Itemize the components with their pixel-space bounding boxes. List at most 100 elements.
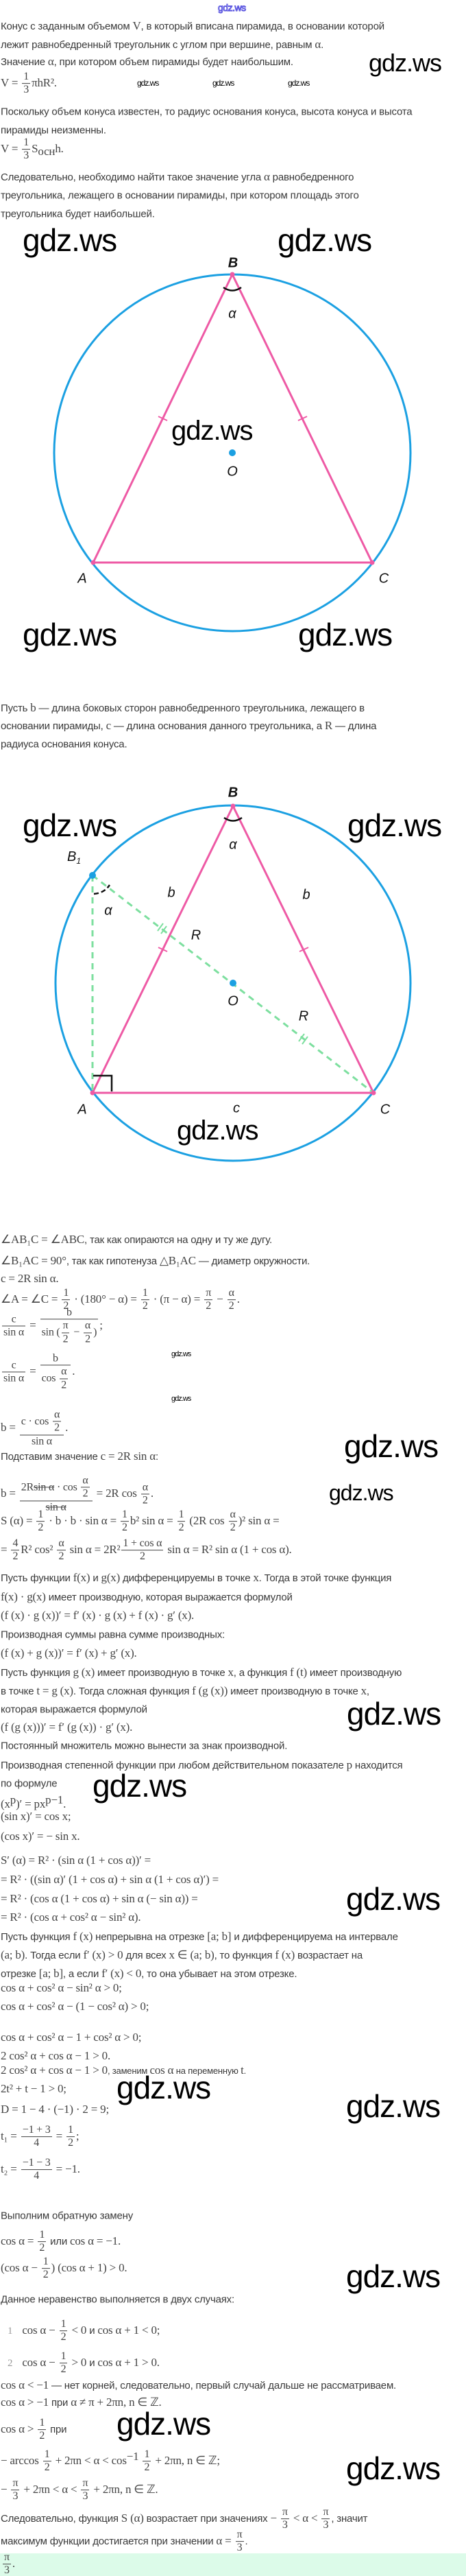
text-line: 2 cos² α + cos α − 1 > 0, заменим cos α … — [1, 2064, 246, 2077]
text-line: Пусть функции f(x) и g(x) дифференцируем… — [1, 1571, 391, 1585]
math-expression: [a; b] — [38, 1967, 63, 1980]
text: Следовательно, функция — [1, 2512, 121, 2525]
math-expression: > 0 — [69, 2355, 87, 2369]
fraction-denominator: 2 — [66, 2138, 75, 2150]
text: которая выражается формулой — [1, 1703, 147, 1716]
site-logo[interactable]: gdz.ws — [218, 2, 247, 14]
math-expression: b = — [1, 1486, 19, 1500]
text: возрастает на — [295, 1950, 363, 1961]
math-expression: ; — [99, 1318, 103, 1332]
tick-mark — [297, 416, 308, 421]
watermark-text: gdz.ws — [288, 78, 310, 88]
math-expression: . — [12, 2556, 15, 2570]
fraction-numerator: 1 — [59, 2350, 68, 2364]
fraction-numerator: 1 — [140, 1287, 149, 1301]
math-text: α — [82, 1474, 88, 1487]
math-text: 2 — [230, 1522, 236, 1534]
fraction-denominator: 2 — [42, 2269, 50, 2282]
fraction-denominator: 2 — [121, 1551, 163, 1563]
text-line: (a; b). Тогда если f′ (x) > 0 для всех x… — [1, 1948, 363, 1962]
math-text: α — [228, 1287, 234, 1299]
watermark-text: gdz.ws — [347, 1695, 441, 1732]
text: . Тогда если — [25, 1950, 84, 1961]
fraction-numerator: α — [81, 1474, 90, 1488]
fraction-numerator: π — [321, 2506, 330, 2520]
label-radius-upper: R — [191, 927, 201, 943]
math-text: 2 — [62, 1333, 69, 1345]
math-text: 2 — [206, 1300, 212, 1312]
fraction-denominator: 2 — [60, 2332, 68, 2344]
math-text: 2 — [178, 1522, 184, 1534]
math-text: 1 — [39, 2417, 45, 2429]
text: и дифференцируема на интервале — [231, 1931, 398, 1943]
math-expression: f(x) · g(x) — [1, 1590, 46, 1603]
text: при — [47, 2423, 67, 2435]
diagram-inscribed-triangle: B α O A C — [53, 255, 412, 633]
watermark-text: gdz.ws — [344, 1428, 439, 1464]
math-text: π — [82, 2477, 88, 2490]
fraction-denominator: 2 — [141, 1494, 149, 1506]
text-line: (sin x)′ = cos x; — [1, 1810, 71, 1823]
text: , значит — [331, 2512, 368, 2525]
fraction-numerator: 1 — [42, 2448, 51, 2462]
math-expression: c = 2R sin α — [100, 1450, 156, 1463]
label-c: C — [380, 1102, 391, 1117]
watermark-text: gdz.ws — [171, 416, 253, 446]
math-expression: α ≠ π + 2πn, n ∈ ℤ. — [71, 2396, 162, 2409]
watermark-text: gdz.ws — [23, 616, 117, 652]
math-text: sin α — [3, 1372, 25, 1384]
math-expression: < 0 — [69, 2323, 87, 2337]
text: Производная степенной функции при любом … — [1, 1760, 347, 1771]
text: , так как гипотенуза — [66, 1255, 160, 1267]
watermark-text: gdz.ws — [171, 1349, 191, 1358]
text-line: ∠AB₁C = ∠ABC, так как опираются на одну … — [1, 1233, 272, 1246]
text: в точке — [1, 1686, 37, 1697]
text-line: основании пирамиды, c — длина основания … — [1, 719, 377, 733]
text: лежит равнобедренный треугольник с углом… — [1, 39, 315, 51]
fraction-denominator: 2 — [84, 1333, 92, 1345]
math-expression: S (α) = — [1, 1513, 36, 1527]
math-expression: = −1. — [53, 2162, 80, 2175]
fraction-denominator: 2 — [38, 2431, 46, 2443]
point-a — [90, 1090, 95, 1096]
fraction-numerator: π — [3, 2551, 11, 2565]
math-text: π — [236, 2529, 243, 2541]
watermark-text: gdz.ws — [116, 2405, 211, 2442]
label-c: C — [379, 571, 389, 586]
label-b1: B1 — [67, 849, 81, 866]
math-text: 1 — [60, 2350, 66, 2363]
text: основании пирамиды, — [1, 720, 106, 732]
math-expression: f′ (x) < 0 — [101, 1967, 142, 1980]
math-text: π — [282, 2506, 288, 2518]
text-line: 2t² + t − 1 > 0; — [1, 2082, 66, 2096]
watermark-text: gdz.ws — [177, 1115, 258, 1146]
math-expression: ∠B₁AC = 90° — [1, 1254, 66, 1267]
text-line: максимум функции достигается при значени… — [1, 2529, 248, 2555]
math-expression: V = — [1, 75, 21, 89]
math-text: 2 — [63, 1300, 69, 1312]
text-line: в точке t = g (x). Тогда сложная функция… — [1, 1684, 369, 1698]
math-text: 2 — [122, 1522, 127, 1534]
tick-mark — [158, 416, 168, 421]
math-expression: = — [1, 1542, 10, 1556]
math-expression: D = 1 − 4 · (−1) · 2 = 9; — [1, 2103, 109, 2116]
math-expression — [138, 2454, 141, 2467]
label-b1-letter: B — [67, 849, 76, 864]
math-expression: cos α = −1. — [69, 2234, 121, 2247]
math-expression: cos α − — [22, 2323, 58, 2337]
math-text: ) — [93, 1326, 97, 1338]
watermark-text: gdz.ws — [329, 1480, 394, 1506]
math-text: 2 — [139, 1550, 145, 1563]
watermark-text: gdz.ws — [23, 222, 117, 258]
